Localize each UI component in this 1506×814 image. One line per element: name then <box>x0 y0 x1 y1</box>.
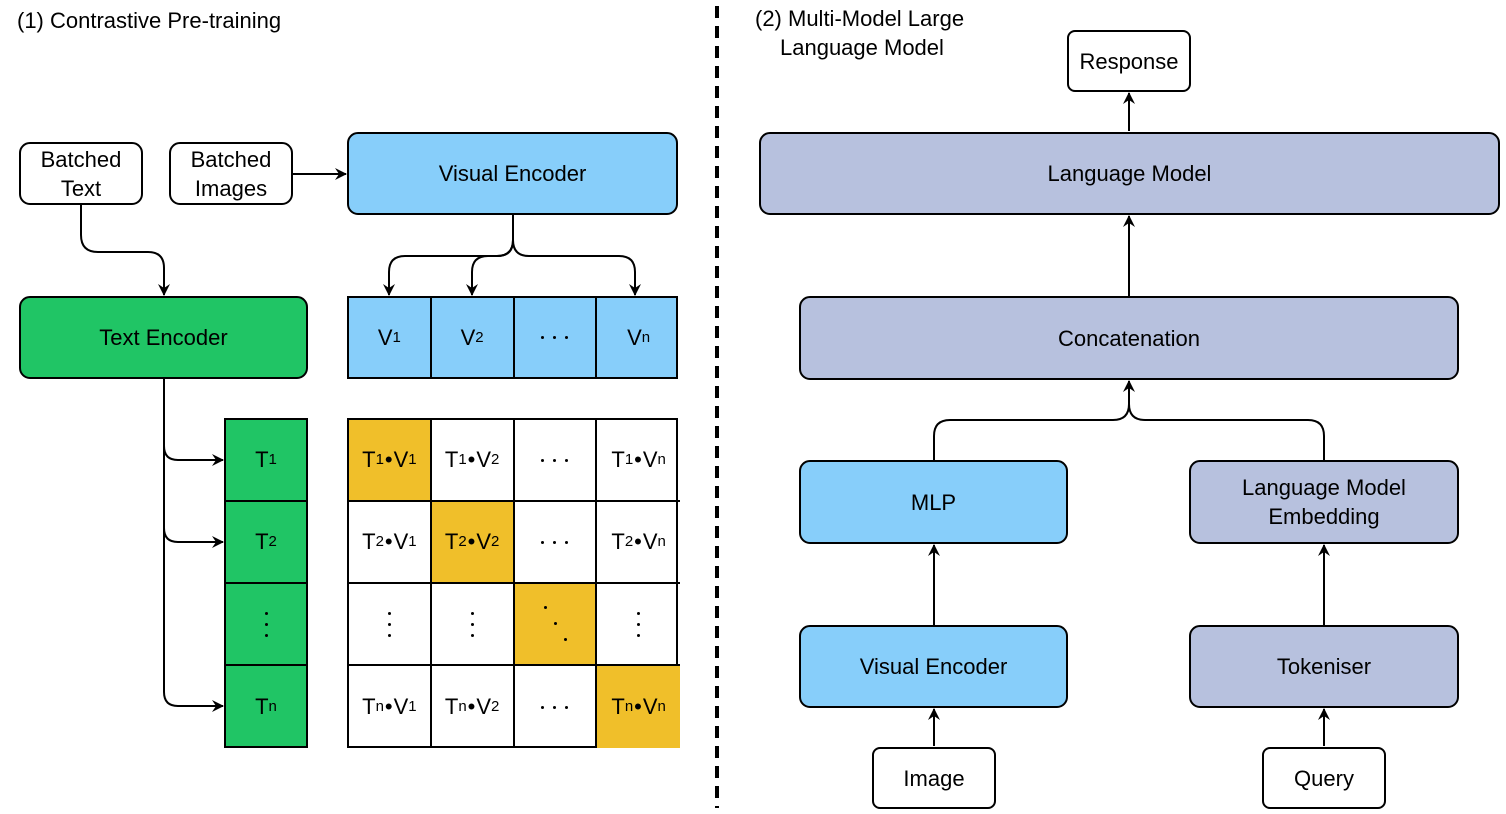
ellipsis-vertical <box>264 611 268 637</box>
arrow-to-vn <box>512 239 641 296</box>
batched-text-box: Batched Text <box>19 142 143 205</box>
v-cell-3 <box>515 298 598 377</box>
visual-encoder-right-box: Visual Encoder <box>799 625 1068 708</box>
response-box: Response <box>1067 30 1191 92</box>
right-panel-title-line2: Language Model <box>780 35 944 60</box>
ellipsis-horizontal <box>541 540 569 544</box>
ellipsis-horizontal <box>541 336 569 339</box>
concatenation-box: Concatenation <box>799 296 1459 380</box>
arrow-to-v2 <box>466 239 514 296</box>
ellipsis-vertical <box>470 611 474 637</box>
matrix-cell-r3-c1 <box>349 584 432 666</box>
query-box: Query <box>1262 747 1386 809</box>
ellipsis-horizontal <box>541 705 569 709</box>
mlp-box: MLP <box>799 460 1068 544</box>
visual-encoder-box: Visual Encoder <box>347 132 678 215</box>
t-cell-3 <box>226 584 306 666</box>
language-model-box: Language Model <box>759 132 1500 215</box>
lm-embedding-line2: Embedding <box>1268 504 1380 529</box>
ellipsis-vertical <box>637 611 641 637</box>
matrix-cell-r3-c2 <box>431 584 515 666</box>
left-panel-title: (1) Contrastive Pre-training <box>17 8 282 33</box>
batched-text-line2: Text <box>60 175 102 201</box>
ellipsis-horizontal <box>541 458 569 462</box>
arrow-text-to-encoder <box>80 205 170 296</box>
text-encoder-box: Text Encoder <box>19 296 308 379</box>
ellipsis-diagonal <box>535 600 575 648</box>
right-panel-title-line1: (2) Multi-Model Large <box>755 6 965 31</box>
ellipsis-vertical <box>387 611 391 637</box>
matrix-cell-r1-c3 <box>514 420 598 502</box>
batched-text-line1: Batched <box>40 146 122 172</box>
batched-images-line1: Batched <box>190 146 272 172</box>
lm-embedding-box: Language Model Embedding <box>1189 460 1459 544</box>
batched-images-line2: Images <box>194 175 268 201</box>
matrix-cell-r4-c3 <box>515 666 598 748</box>
image-box: Image <box>872 747 996 809</box>
tokeniser-box: Tokeniser <box>1189 625 1459 708</box>
batched-images-box: Batched Images <box>169 142 293 205</box>
matrix-cell-r3-c3 <box>514 584 598 666</box>
arrow-mlp-to-concat <box>933 380 1135 460</box>
matrix-cell-r2-c3 <box>514 502 598 584</box>
matrix-cell-r3-c4 <box>597 584 680 666</box>
arrow-to-tn <box>163 528 224 712</box>
arrow-to-t1 <box>163 379 224 466</box>
lm-embedding-line1: Language Model <box>1242 475 1406 500</box>
arrow-embedding-to-concat <box>1128 403 1325 460</box>
